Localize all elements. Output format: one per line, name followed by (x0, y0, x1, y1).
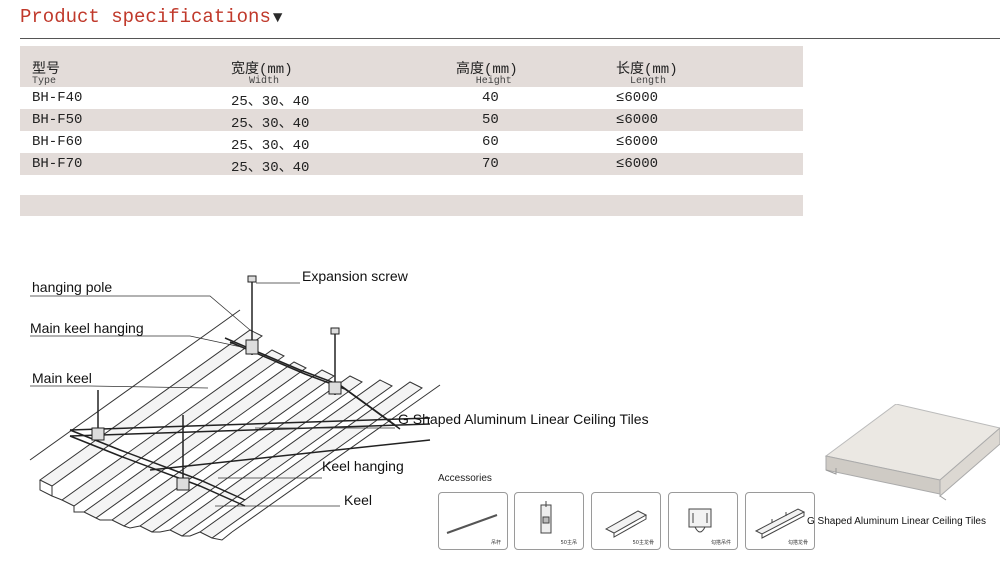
cell-length: ≤6000 (616, 112, 659, 128)
cell-length: ≤6000 (616, 90, 659, 106)
header-type-main: 型号 (32, 62, 60, 78)
spec-table: 型号 Type 宽度(mm) Width 高度(mm) Height 长度(mm… (20, 46, 803, 176)
header-width-main: 宽度(mm) (231, 62, 293, 78)
accessory-label: 50主吊 (560, 540, 577, 546)
main-keels (69, 337, 431, 507)
cell-height: 50 (482, 112, 499, 128)
cell-height: 40 (482, 90, 499, 106)
page-title-text: Product specifications (20, 6, 271, 28)
installation-diagram (29, 275, 441, 541)
main-keel-icon (604, 510, 648, 538)
table-row: BH-F60 25、30、40 60 ≤6000 (20, 131, 803, 154)
callout-main-keel-hanging: Main keel hanging (30, 320, 144, 336)
table-row: BH-F70 25、30、40 70 ≤6000 (20, 153, 803, 176)
cell-width: 25、30、40 (231, 116, 310, 132)
header-height-sub: Height (475, 76, 512, 87)
cell-width: 25、30、40 (231, 138, 310, 154)
header-width: 宽度(mm) Width (231, 58, 293, 87)
table-footer-band (20, 195, 803, 216)
accessory-label: 吊杆 (490, 540, 501, 546)
product-caption: G Shaped Aluminum Linear Ceiling Tiles (807, 516, 986, 527)
callout-hanging-pole: hanging pole (32, 279, 113, 295)
cell-width: 25、30、40 (231, 94, 310, 110)
rod-icon (446, 514, 498, 534)
accessories-title: Accessories (438, 473, 492, 484)
header-type: 型号 Type (32, 58, 60, 87)
page-title: Product specifications▼ (20, 6, 282, 28)
cell-width: 25、30、40 (231, 160, 310, 176)
table-header-row: 型号 Type 宽度(mm) Width 高度(mm) Height 长度(mm… (20, 46, 803, 87)
cell-length: ≤6000 (616, 156, 659, 172)
cell-height: 70 (482, 156, 499, 172)
header-length-main: 长度(mm) (616, 62, 678, 78)
cell-type: BH-F40 (32, 90, 83, 106)
hangers (91, 275, 342, 491)
hook-hanger-icon (688, 508, 712, 533)
accessory-label: 勾搭吊件 (710, 540, 731, 546)
accessory-label: 勾搭龙骨 (787, 540, 808, 546)
callout-main-keel: Main keel (32, 370, 92, 386)
table-row: BH-F40 25、30、40 40 ≤6000 (20, 87, 803, 110)
main-hanger-icon (540, 501, 552, 534)
cell-type: BH-F70 (32, 156, 83, 172)
callout-ceiling-tiles: G Shaped Aluminum Linear Ceiling Tiles (398, 411, 649, 427)
header-height-main: 高度(mm) (456, 62, 518, 78)
cell-length: ≤6000 (616, 134, 659, 150)
header-width-sub: Width (249, 76, 280, 87)
accessory-main-hanger: 50主吊 (514, 492, 584, 550)
title-divider (20, 38, 1000, 39)
accessory-rod: 吊杆 (438, 492, 508, 550)
table-row: BH-F50 25、30、40 50 ≤6000 (20, 109, 803, 132)
callout-expansion-screw: Expansion screw (302, 268, 408, 284)
accessory-hook-keel: 勾搭龙骨 (745, 492, 815, 550)
header-length: 长度(mm) Length (616, 58, 678, 87)
accessory-main-keel: 50主龙骨 (591, 492, 661, 550)
callout-leaders (30, 282, 395, 507)
accessory-hook-hanger: 勾搭吊件 (668, 492, 738, 550)
header-length-sub: Length (630, 76, 667, 87)
callout-keel: Keel (344, 492, 373, 508)
callout-keel-hanging: Keel hanging (322, 458, 404, 474)
ceiling-tile-image (824, 404, 1000, 501)
cell-type: BH-F50 (32, 112, 83, 128)
cell-height: 60 (482, 134, 499, 150)
hook-keel-icon (754, 508, 806, 539)
accessory-label: 50主龙骨 (632, 540, 654, 546)
triangle-down-icon: ▼ (272, 9, 283, 27)
cell-type: BH-F60 (32, 134, 83, 150)
header-type-sub: Type (32, 76, 57, 87)
